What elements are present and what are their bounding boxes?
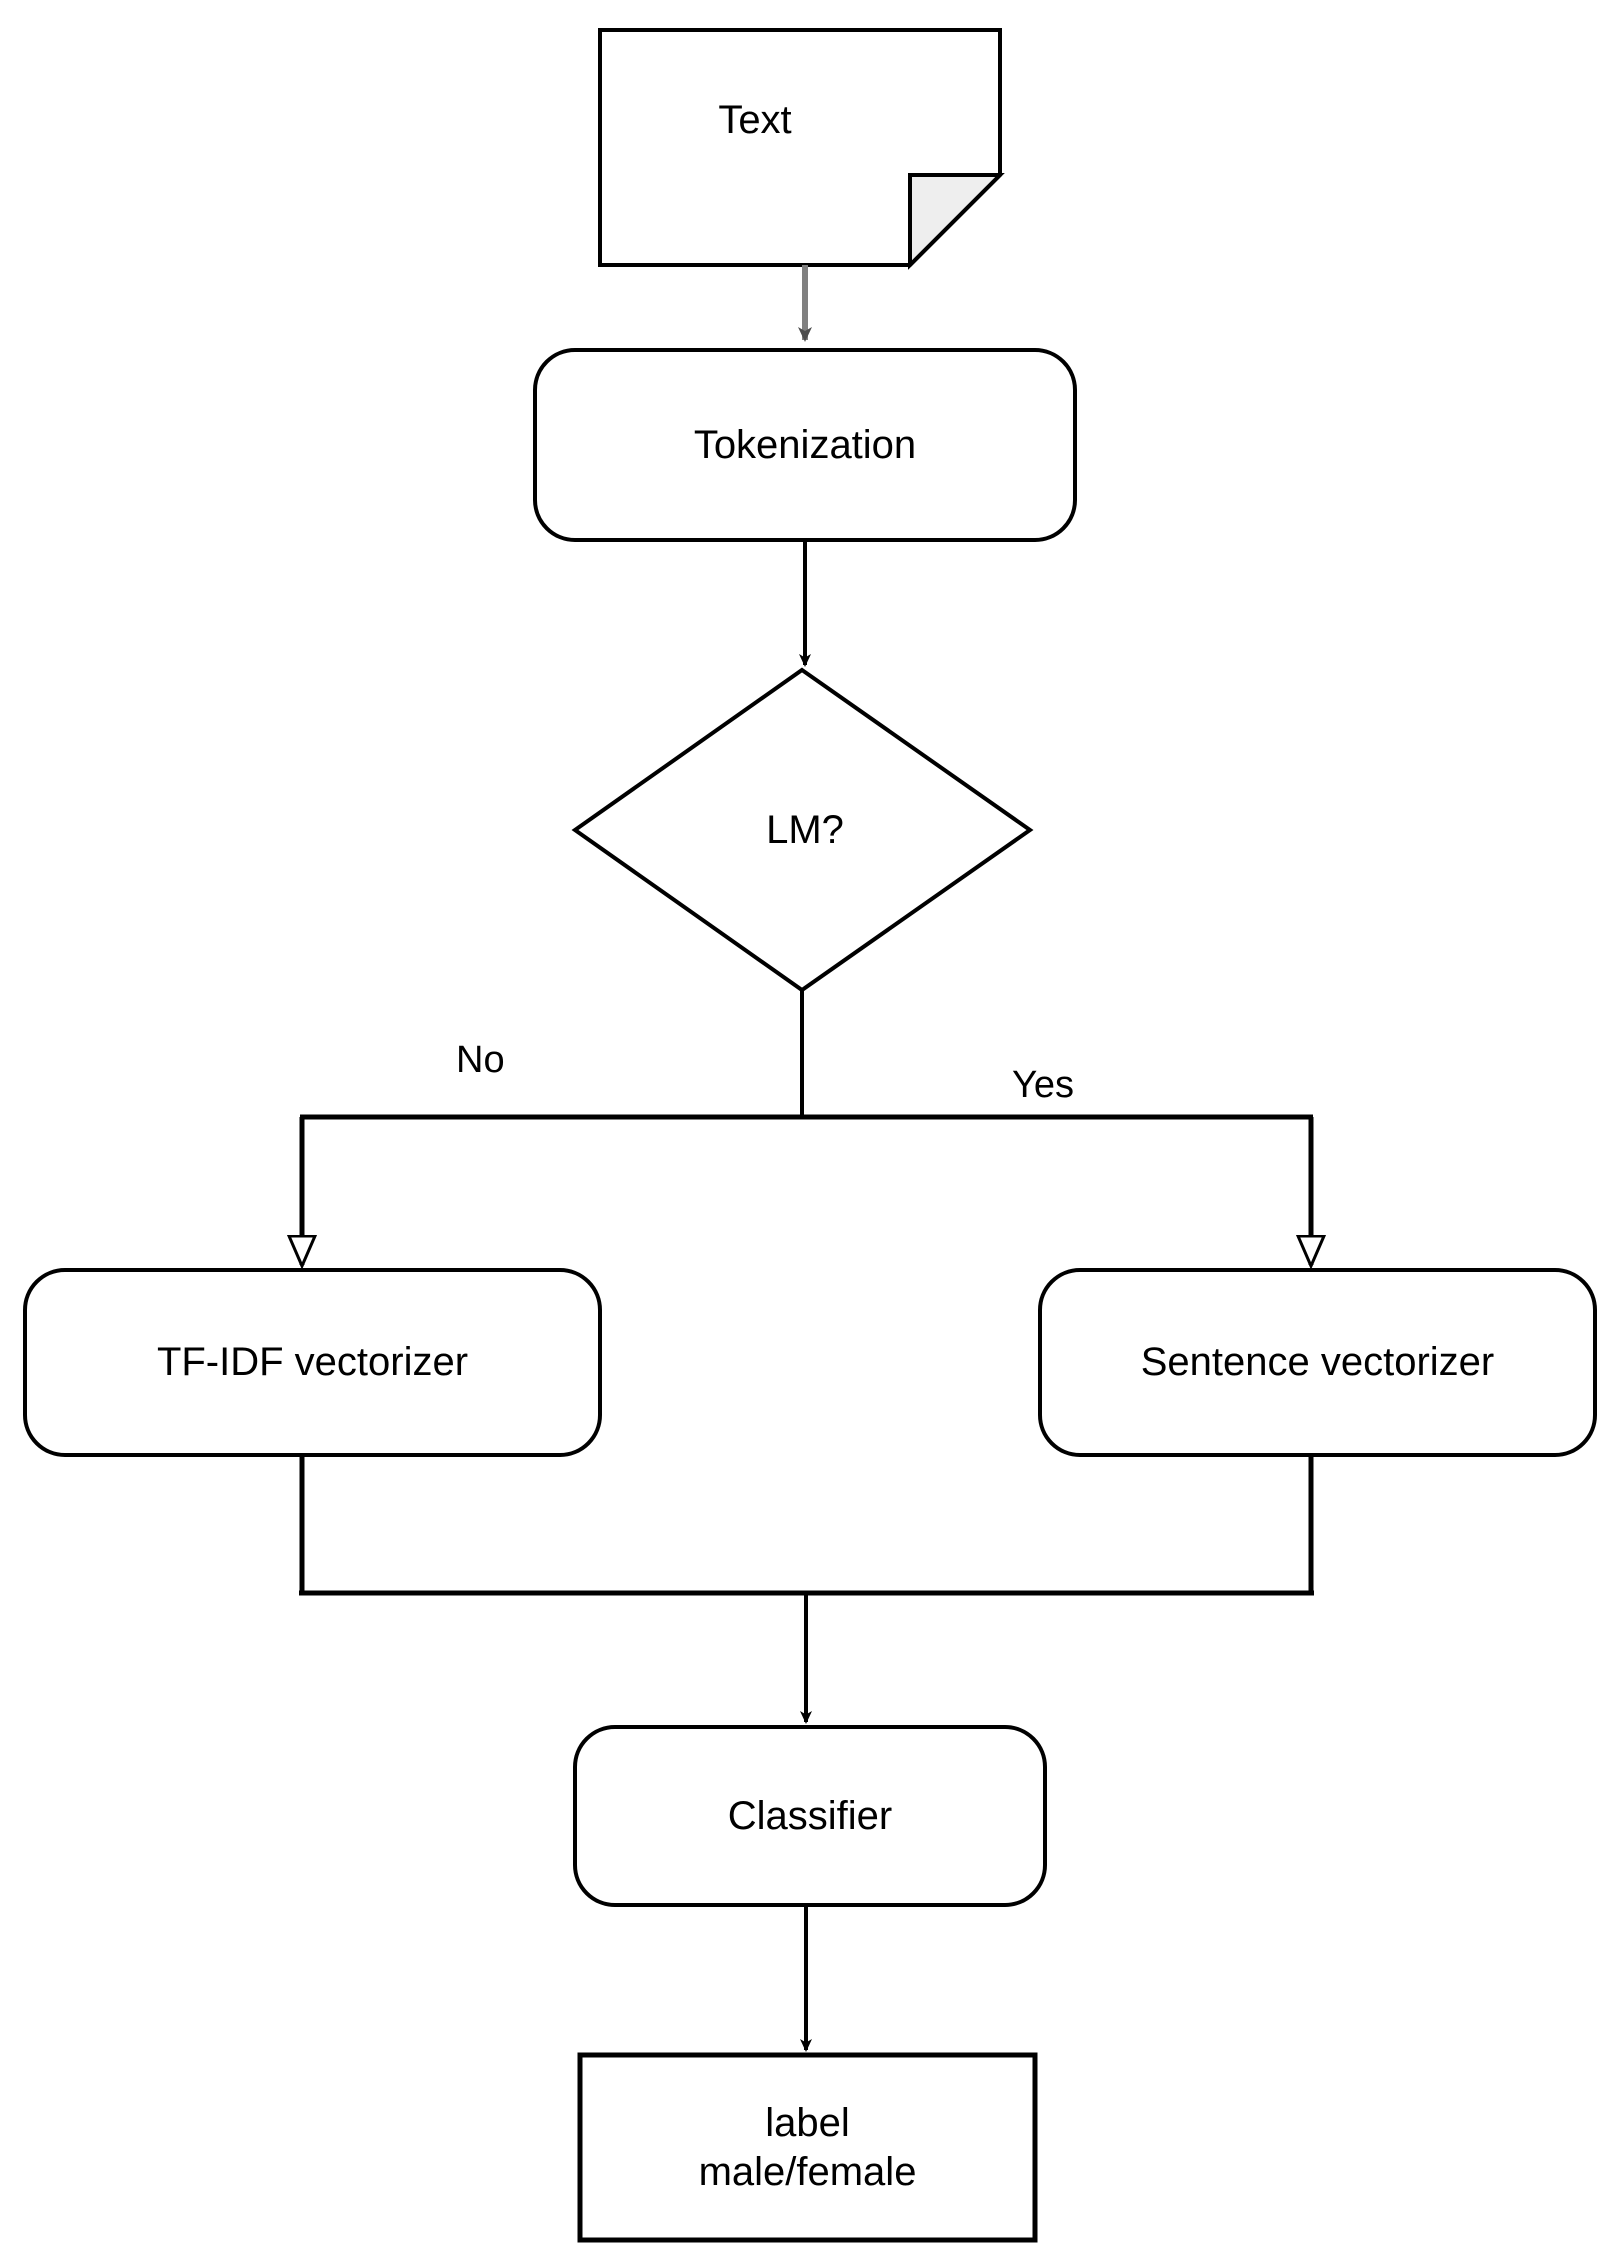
node-tokenization-hit[interactable] bbox=[535, 350, 1075, 540]
edge-label-no: No bbox=[456, 1039, 505, 1081]
node-text-hit[interactable] bbox=[600, 30, 1000, 265]
node-tfidf-vectorizer-hit[interactable] bbox=[25, 1270, 600, 1455]
node-output-hit[interactable] bbox=[580, 2055, 1035, 2240]
edge-merge-to-classifier bbox=[299, 1455, 1314, 1724]
node-classifier-hit[interactable] bbox=[575, 1727, 1045, 1905]
node-decision-lm-hit[interactable] bbox=[575, 670, 1030, 990]
node-sentence-vectorizer-hit[interactable] bbox=[1040, 1270, 1595, 1455]
node-tfidf-vectorizer[interactable] bbox=[23, 1268, 602, 1457]
edge-decision-branch-split bbox=[300, 990, 1313, 1120]
node-classifier[interactable] bbox=[573, 1725, 1047, 1907]
text-note-fold bbox=[908, 173, 1005, 270]
node-text[interactable] bbox=[598, 28, 1005, 270]
node-output-label[interactable] bbox=[577, 2052, 1038, 2243]
edge-label-yes: Yes bbox=[1012, 1064, 1074, 1106]
node-sentence-vectorizer[interactable] bbox=[1038, 1268, 1597, 1457]
